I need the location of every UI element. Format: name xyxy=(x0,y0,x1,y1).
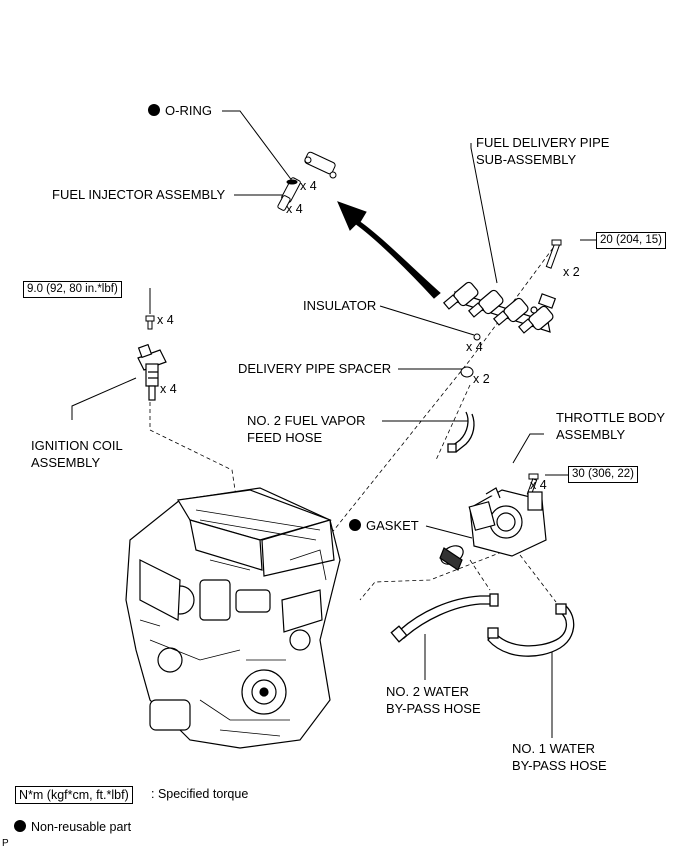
legend-non-reusable: Non-reusable part xyxy=(14,819,131,835)
delivery-pipe-leader xyxy=(470,143,498,284)
ignition-coil-label-line2: ASSEMBLY xyxy=(31,455,101,470)
throttle-bolt-qty: x 4 xyxy=(530,478,547,492)
delivery-pipe-torque-box: 20 (204, 15) xyxy=(596,232,667,249)
water-hose2-label-line2: BY-PASS HOSE xyxy=(386,701,481,716)
fuel-delivery-pipe-label-line2: SUB-ASSEMBLY xyxy=(476,152,577,167)
insulator-leader xyxy=(379,305,475,336)
vapor-hose-label-line1: NO. 2 FUEL VAPOR xyxy=(247,413,366,428)
fuel-delivery-pipe-label-line1: FUEL DELIVERY PIPE xyxy=(476,135,610,150)
o-ring-text: O-RING xyxy=(165,103,212,118)
throttle-body-label-line1: THROTTLE BODY xyxy=(556,410,666,425)
water-hose1-label-line1: NO. 1 WATER xyxy=(512,741,596,756)
delivery-pipe-drawing xyxy=(442,281,557,334)
fuel-injector-drawing xyxy=(277,151,337,211)
non-reusable-dot-icon xyxy=(14,820,26,832)
legend-torque-box: N*m (kgf*cm, ft.*lbf) xyxy=(15,786,133,804)
throttle-body-label-line2: ASSEMBLY xyxy=(556,427,626,442)
spacer-qty: x 2 xyxy=(473,372,490,386)
o-ring-qty: x 4 xyxy=(300,179,317,193)
throttle-body-drawing xyxy=(468,487,547,557)
delivery-pipe-bolt-drawing xyxy=(545,239,562,269)
water-hose2-drawing xyxy=(390,593,499,643)
coil-bolt-qty: x 4 xyxy=(157,313,174,327)
injector-qty: x 4 xyxy=(286,202,303,216)
legend-torque-text: : Specified torque xyxy=(151,787,249,801)
water-hose2-label-line1: NO. 2 WATER xyxy=(386,684,470,699)
gasket-text: GASKET xyxy=(366,518,419,533)
o-ring-label: O-RING xyxy=(148,103,212,119)
ignition-coil-label-line1: IGNITION COIL xyxy=(31,438,123,453)
water-hose1-label-line2: BY-PASS HOSE xyxy=(512,758,607,773)
non-reusable-dot-icon xyxy=(148,104,160,116)
leader-lines xyxy=(71,110,596,738)
o-ring-leader xyxy=(222,110,294,183)
engine-detail-lines xyxy=(139,509,327,737)
vapor-hose-drawing xyxy=(447,411,475,453)
legend-non-reusable-text: Non-reusable part xyxy=(31,820,132,834)
insulator-spacer-drawing xyxy=(460,333,481,378)
insulator-qty: x 4 xyxy=(466,340,483,354)
removal-direction-arrow xyxy=(337,201,441,299)
gasket-drawing xyxy=(439,545,464,571)
insulator-label: INSULATOR xyxy=(303,298,377,313)
coil-qty: x 4 xyxy=(160,382,177,396)
coil-leader xyxy=(71,377,137,420)
pipe-bolt-qty: x 2 xyxy=(563,265,580,279)
engine-block-drawing xyxy=(125,487,341,749)
water-hose1-drawing xyxy=(487,603,575,657)
ignition-coil-drawing xyxy=(137,343,167,401)
throttle-leader xyxy=(512,433,544,464)
ignition-coil-torque-box: 9.0 (92, 80 in.*lbf) xyxy=(23,281,122,298)
throttle-body-torque-box: 30 (306, 22) xyxy=(568,466,639,483)
delivery-pipe-spacer-label: DELIVERY PIPE SPACER xyxy=(238,361,392,376)
gasket-leader xyxy=(425,525,473,539)
dashed-alignment-lines xyxy=(149,247,557,603)
throttle-bolt-drawing xyxy=(526,473,539,496)
fuel-injector-label: FUEL INJECTOR ASSEMBLY xyxy=(52,187,226,202)
footer-code: P xyxy=(2,838,9,849)
vapor-hose-label-line2: FEED HOSE xyxy=(247,430,323,445)
coil-bolt-drawing xyxy=(145,315,155,330)
non-reusable-dot-icon xyxy=(349,519,361,531)
gasket-label: GASKET xyxy=(349,518,419,534)
